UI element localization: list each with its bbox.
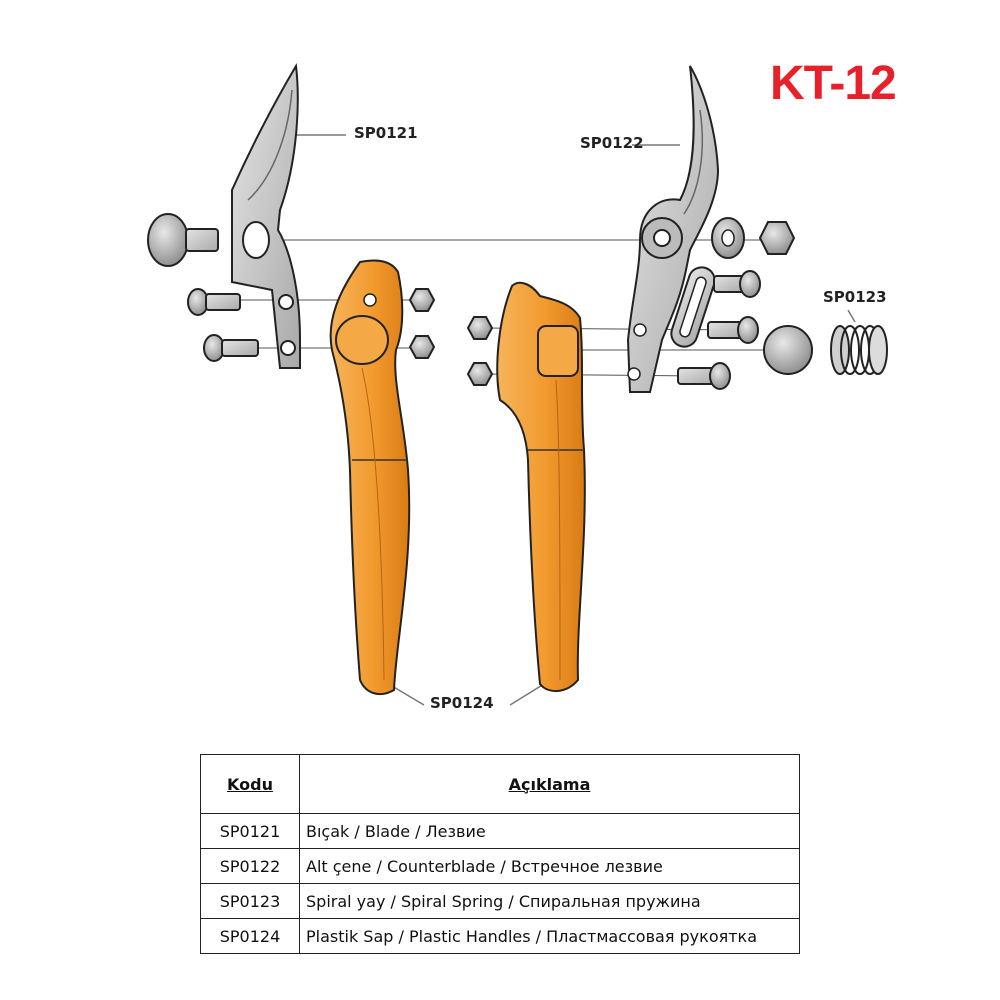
table-row: SP0124 Plastik Sap / Plastic Handles / П… (200, 918, 800, 954)
table-row: SP0123 Spiral yay / Spiral Spring / Спир… (200, 883, 800, 919)
screw-left-lower (203, 334, 259, 362)
callout-leaders (292, 134, 856, 706)
row-description: Bıçak / Blade / Лезвие (299, 813, 800, 849)
screw-right-middle (707, 316, 759, 344)
row-code: SP0123 (200, 883, 300, 919)
row-description: Alt çene / Counterblade / Встречное лезв… (299, 848, 800, 884)
header-description: Açıklama (299, 754, 800, 814)
table-header-row: Kodu Açıklama (200, 754, 800, 814)
nut-right-upper (466, 316, 494, 340)
header-code: Kodu (200, 754, 300, 814)
center-bolt (147, 213, 219, 267)
row-code: SP0122 (200, 848, 300, 884)
parts-table: Kodu Açıklama SP0121 Bıçak / Blade / Лез… (200, 754, 800, 954)
pivot-washer (711, 217, 745, 259)
blade-part (231, 62, 301, 369)
spiral-spring (830, 325, 888, 375)
screw-left-upper (187, 288, 241, 316)
callout-blade-code: SP0121 (354, 124, 418, 142)
callout-handles-code: SP0124 (430, 694, 494, 712)
spring-cap (763, 325, 813, 375)
row-code: SP0121 (200, 813, 300, 849)
table-row: SP0122 Alt çene / Counterblade / Встречн… (200, 848, 800, 884)
handle-right (496, 281, 586, 692)
row-code: SP0124 (200, 918, 300, 954)
pivot-nut (758, 221, 796, 255)
screw-right-bottom (677, 362, 731, 390)
screw-right-top (713, 270, 761, 298)
row-description: Plastik Sap / Plastic Handles / Пластмас… (299, 918, 800, 954)
callout-spring-code: SP0123 (823, 288, 887, 306)
handle-left (329, 259, 411, 696)
row-description: Spiral yay / Spiral Spring / Спиральная … (299, 883, 800, 919)
link-plate (670, 266, 716, 348)
table-row: SP0121 Bıçak / Blade / Лезвие (200, 813, 800, 849)
model-title: KT-12 (770, 57, 897, 110)
nut-left-upper (408, 288, 436, 312)
exploded-parts-diagram (147, 62, 888, 706)
callout-counterblade-code: SP0122 (580, 134, 644, 152)
nut-left-lower (408, 335, 436, 359)
counterblade-part (626, 65, 720, 393)
nut-right-lower (466, 362, 494, 386)
